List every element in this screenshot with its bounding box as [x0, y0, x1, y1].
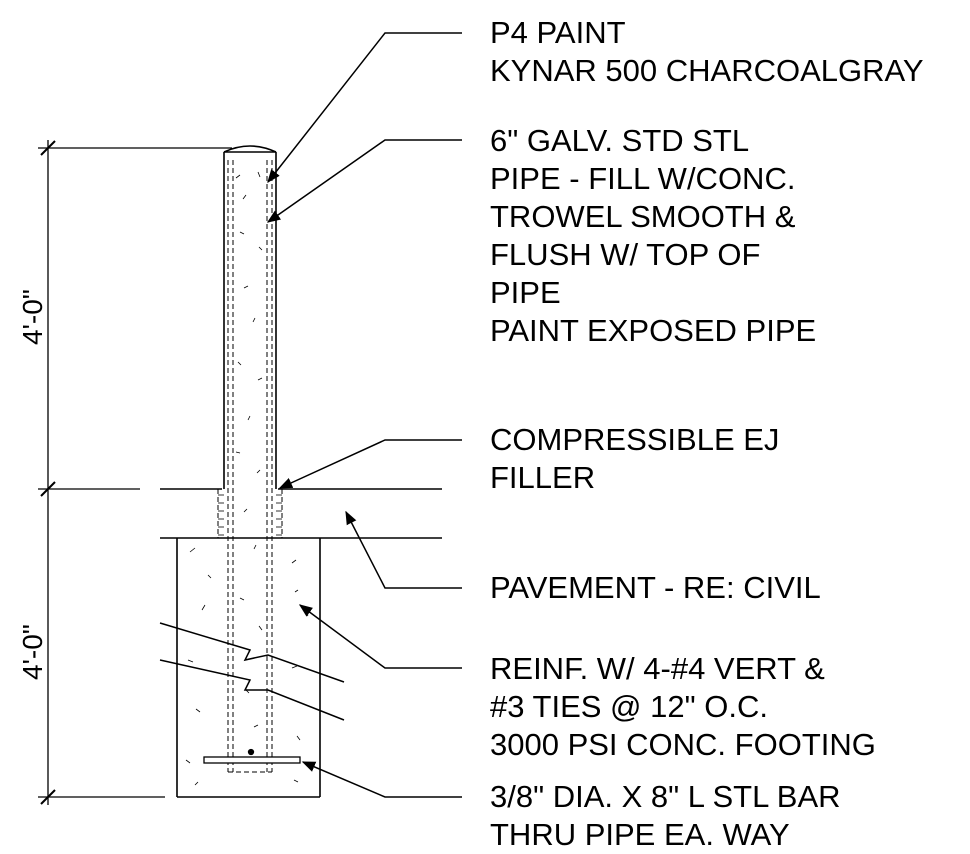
callout-bar-line-2: THRU PIPE EA. WAY — [490, 817, 790, 852]
callout-bar-line-1: 3/8" DIA. X 8" L STL BAR — [490, 779, 841, 814]
pavement-lines — [160, 488, 442, 539]
concrete-stipple — [185, 171, 309, 786]
callout-bar: 3/8" DIA. X 8" L STL BAR THRU PIPE EA. W… — [490, 778, 841, 854]
callout-pipe-line-2: PIPE - FILL W/CONC. — [490, 161, 796, 196]
callout-pavement: PAVEMENT - RE: CIVIL — [490, 569, 821, 607]
leader-lines — [266, 32, 462, 798]
callout-pipe-line-3: TROWEL SMOOTH & — [490, 199, 796, 234]
callout-paint-line-1: P4 PAINT — [490, 15, 626, 50]
callout-filler-line-1: COMPRESSIBLE EJ — [490, 422, 780, 457]
embedded-pipe-hidden — [217, 160, 283, 773]
callout-pipe-line-4: FLUSH W/ TOP OF — [490, 237, 761, 272]
callout-footing-line-1: REINF. W/ 4-#4 VERT & — [490, 651, 825, 686]
callout-footing-line-2: #3 TIES @ 12" O.C. — [490, 689, 768, 724]
upper-dimension-label: 4'-0" — [17, 289, 48, 345]
callout-paint: P4 PAINT KYNAR 500 CHARCOALGRAY — [490, 14, 924, 90]
callout-pipe-line-1: 6" GALV. STD STL — [490, 123, 750, 158]
callout-paint-line-2: KYNAR 500 CHARCOALGRAY — [490, 53, 924, 88]
lower-dimension-label: 4'-0" — [17, 624, 48, 680]
callout-footing-line-3: 3000 PSI CONC. FOOTING — [490, 727, 876, 762]
steel-pipe-bollard — [223, 145, 277, 489]
steel-bar — [203, 748, 301, 764]
callout-filler: COMPRESSIBLE EJ FILLER — [490, 421, 779, 497]
break-lines — [159, 622, 345, 721]
ej-filler-hatch — [218, 494, 282, 536]
callout-filler-line-2: FILLER — [490, 460, 596, 495]
callout-pavement-line-1: PAVEMENT - RE: CIVIL — [490, 570, 821, 605]
dimension-lines — [38, 140, 232, 805]
concrete-footing — [176, 538, 321, 798]
callout-pipe-line-5: PIPE — [490, 275, 561, 310]
callout-pipe: 6" GALV. STD STL PIPE - FILL W/CONC. TRO… — [490, 122, 816, 350]
callout-footing: REINF. W/ 4-#4 VERT & #3 TIES @ 12" O.C.… — [490, 650, 876, 764]
callout-pipe-line-6: PAINT EXPOSED PIPE — [490, 313, 817, 348]
